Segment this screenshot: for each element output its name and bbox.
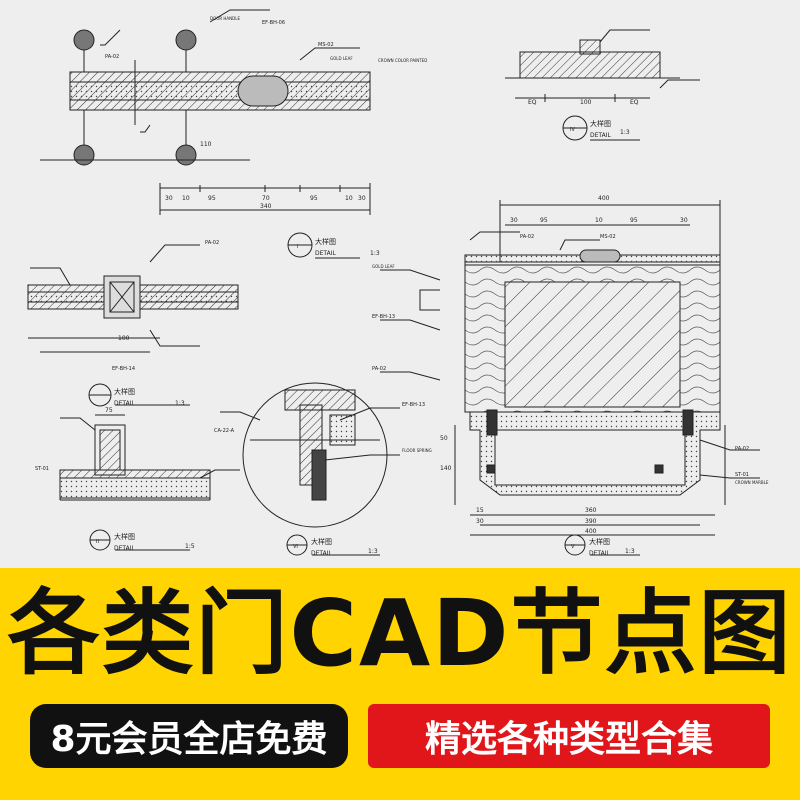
tag-label: PA-02 xyxy=(105,54,119,60)
detail-number: VI xyxy=(293,544,298,550)
tag-label: EF-BH-13 xyxy=(402,402,425,408)
detail-title: 大样图 xyxy=(114,532,135,541)
detail-number: V xyxy=(571,544,575,550)
dim-label: 140 xyxy=(440,465,452,472)
note-label: GOLD LEAF xyxy=(372,264,395,269)
dim-label: 100 xyxy=(118,335,130,342)
tag-label: PA-02 xyxy=(735,446,749,452)
tag-label: ST-01 xyxy=(35,466,49,472)
note-label: FLOOR SPRING xyxy=(402,448,432,453)
dim-label: 100 xyxy=(580,99,592,106)
dim-label: 10 xyxy=(345,195,353,202)
drawing-labels: EF-BH-06 PA-02 MS-02 CROWN COLOR PAINTED… xyxy=(35,16,769,557)
detail-title: 大样图 xyxy=(589,537,610,546)
dim-label: 70 xyxy=(262,195,270,202)
note-label: DOOR HANDLE xyxy=(210,16,240,21)
main-title: 各类门CAD节点图 xyxy=(7,580,793,687)
detail-label: DETAIL xyxy=(315,250,336,257)
dim-label: 95 xyxy=(310,195,318,202)
detail-vi xyxy=(220,382,400,556)
note-label: CROWN COLOR PAINTED xyxy=(378,58,427,63)
detail-i xyxy=(27,232,360,407)
detail-title: 大样图 xyxy=(315,237,336,246)
scale-label: 1:3 xyxy=(368,548,378,555)
note-label: CROWN MARBLE xyxy=(735,480,769,485)
dim-label: 95 xyxy=(630,217,638,224)
tag-label: PA-02 xyxy=(205,240,219,246)
scale-label: 1:3 xyxy=(625,548,635,555)
tag-label: PA-02 xyxy=(372,366,386,372)
dim-label: 390 xyxy=(585,518,597,525)
note-label: GOLD LEAF xyxy=(330,56,353,61)
dim-label: 95 xyxy=(540,217,548,224)
dim-label: 50 xyxy=(440,435,448,442)
dim-label: 30 xyxy=(510,217,518,224)
scale-label: 1:3 xyxy=(620,129,630,136)
tag-label: ST-01 xyxy=(735,472,749,478)
detail-number: IV xyxy=(570,127,575,133)
cad-drawing: EF-BH-06 PA-02 MS-02 CROWN COLOR PAINTED… xyxy=(27,9,769,557)
scale-label: 1:3 xyxy=(370,250,380,257)
detail-title: 大样图 xyxy=(114,387,135,396)
member-offer-badge: 8元会员全店免费 xyxy=(30,704,348,768)
dim-label: 400 xyxy=(585,528,597,535)
tag-label: EF-BH-06 xyxy=(262,20,285,26)
detail-number: I xyxy=(297,244,298,250)
dim-total-label: 340 xyxy=(260,203,272,210)
dim-label: EQ xyxy=(528,99,537,106)
dim-label: 10 xyxy=(595,217,603,224)
detail-number: II xyxy=(96,539,99,545)
dim-label: 360 xyxy=(585,507,597,514)
tag-label: MS-02 xyxy=(318,42,334,48)
scale-label: 1:3 xyxy=(175,400,185,407)
detail-iv xyxy=(505,29,700,141)
detail-label: DETAIL xyxy=(114,545,135,552)
dim-label: 95 xyxy=(208,195,216,202)
tag-label: CA-22-A xyxy=(214,428,235,434)
dim-label: 10 xyxy=(182,195,190,202)
detail-top-left xyxy=(40,9,371,215)
dim-label: 75 xyxy=(105,407,113,414)
tag-label: EF-BH-13 xyxy=(372,314,395,320)
dim-label: 110 xyxy=(200,141,212,148)
dim-label: EQ xyxy=(630,99,639,106)
dim-label: 30 xyxy=(358,195,366,202)
detail-v xyxy=(380,200,760,556)
detail-label: DETAIL xyxy=(590,132,611,139)
tag-label: EF-BH-14 xyxy=(112,366,135,372)
dim-label: 30 xyxy=(165,195,173,202)
detail-title: 大样图 xyxy=(590,119,611,128)
detail-label: DETAIL xyxy=(114,400,135,407)
cad-drawing-area: EF-BH-06 PA-02 MS-02 CROWN COLOR PAINTED… xyxy=(27,9,769,557)
dim-label: 15 xyxy=(476,507,484,514)
tag-label: PA-02 xyxy=(520,234,534,240)
detail-ii xyxy=(59,414,240,551)
scale-label: 1:5 xyxy=(185,543,195,550)
detail-label: DETAIL xyxy=(589,550,610,557)
dim-label: 30 xyxy=(680,217,688,224)
detail-title: 大样图 xyxy=(311,537,332,546)
detail-label: DETAIL xyxy=(311,550,332,557)
dim-label: 400 xyxy=(598,195,610,202)
collection-badge: 精选各种类型合集 xyxy=(368,704,770,768)
dim-label: 30 xyxy=(476,518,484,525)
tag-label: MS-02 xyxy=(600,234,616,240)
